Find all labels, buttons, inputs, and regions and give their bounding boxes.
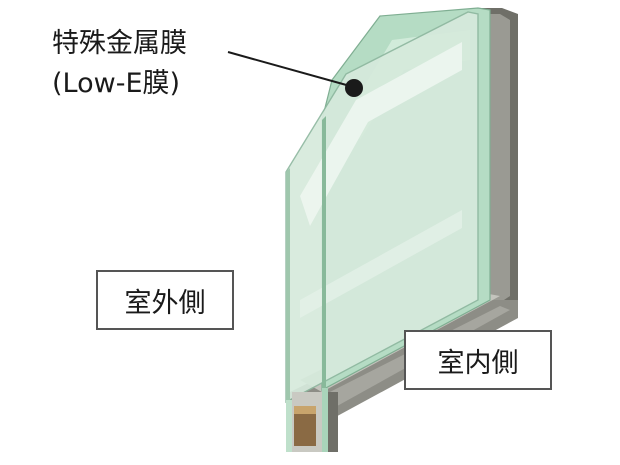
- outdoor-side-label: 室外側: [96, 270, 234, 330]
- inner-glass-edge: [322, 116, 326, 390]
- frame-back-inner: [486, 14, 510, 304]
- outer-glass-highlight-lower: [300, 210, 462, 318]
- section-inner-glass: [322, 388, 328, 452]
- coating-subname: (Low-E膜): [52, 68, 181, 99]
- section-spacer: [294, 406, 316, 446]
- coating-leader-line: [227, 51, 351, 87]
- coating-label: 特殊金属膜 (Low-E膜): [52, 24, 187, 104]
- coating-name: 特殊金属膜: [52, 28, 187, 59]
- indoor-side-label: 室内側: [404, 330, 552, 390]
- outer-glass-highlight: [300, 42, 462, 226]
- outer-glass-edge: [286, 168, 290, 402]
- section-outer-glass: [286, 400, 292, 452]
- section-frame-dark: [328, 392, 338, 452]
- section-spacer-top: [294, 406, 316, 414]
- coating-marker-dot: [345, 79, 363, 97]
